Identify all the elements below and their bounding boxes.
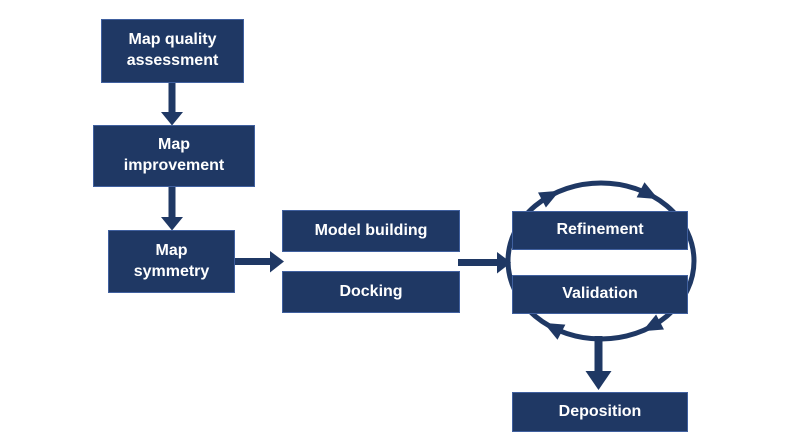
node-map-symmetry: Map symmetry <box>108 230 235 293</box>
cycle-arrowhead-top-left-icon <box>538 190 560 208</box>
node-label: Map <box>155 241 188 259</box>
node-label: Deposition <box>558 402 642 420</box>
node-label: Refinement <box>556 221 644 239</box>
cycle-arrowhead-bottom-right-icon <box>642 314 664 332</box>
arrow-map-symmetry-to-model-building-docking <box>235 251 284 273</box>
arrow-map-quality-to-map-improvement <box>161 82 183 126</box>
node-docking: Docking <box>282 271 460 313</box>
node-map-improvement: Map improvement <box>93 125 255 187</box>
arrow-map-improvement-to-map-symmetry <box>161 186 183 231</box>
node-label: assessment <box>126 52 219 69</box>
node-label: Validation <box>562 285 638 303</box>
arrow-cycle-to-deposition <box>585 336 612 390</box>
cycle-ellipse <box>505 180 697 342</box>
node-validation: Validation <box>512 275 688 314</box>
node-model-building: Model building <box>282 210 460 252</box>
node-deposition: Deposition <box>512 392 688 432</box>
node-label: Map <box>158 136 190 154</box>
arrow-model-building-to-refinement-validation <box>458 252 511 274</box>
cycle-arrowhead-bottom-left-icon <box>543 322 566 340</box>
node-label: Docking <box>339 282 403 300</box>
cycle-arrowhead-top-right-icon <box>636 182 659 200</box>
node-label: Map quality <box>128 31 217 49</box>
node-label: improvement <box>123 157 225 174</box>
node-refinement: Refinement <box>512 211 688 250</box>
node-map-quality-assessment: Map quality assessment <box>101 19 244 83</box>
node-label: symmetry <box>133 262 210 280</box>
refinement-validation-cycle <box>505 180 697 342</box>
node-label: Model building <box>314 221 428 239</box>
